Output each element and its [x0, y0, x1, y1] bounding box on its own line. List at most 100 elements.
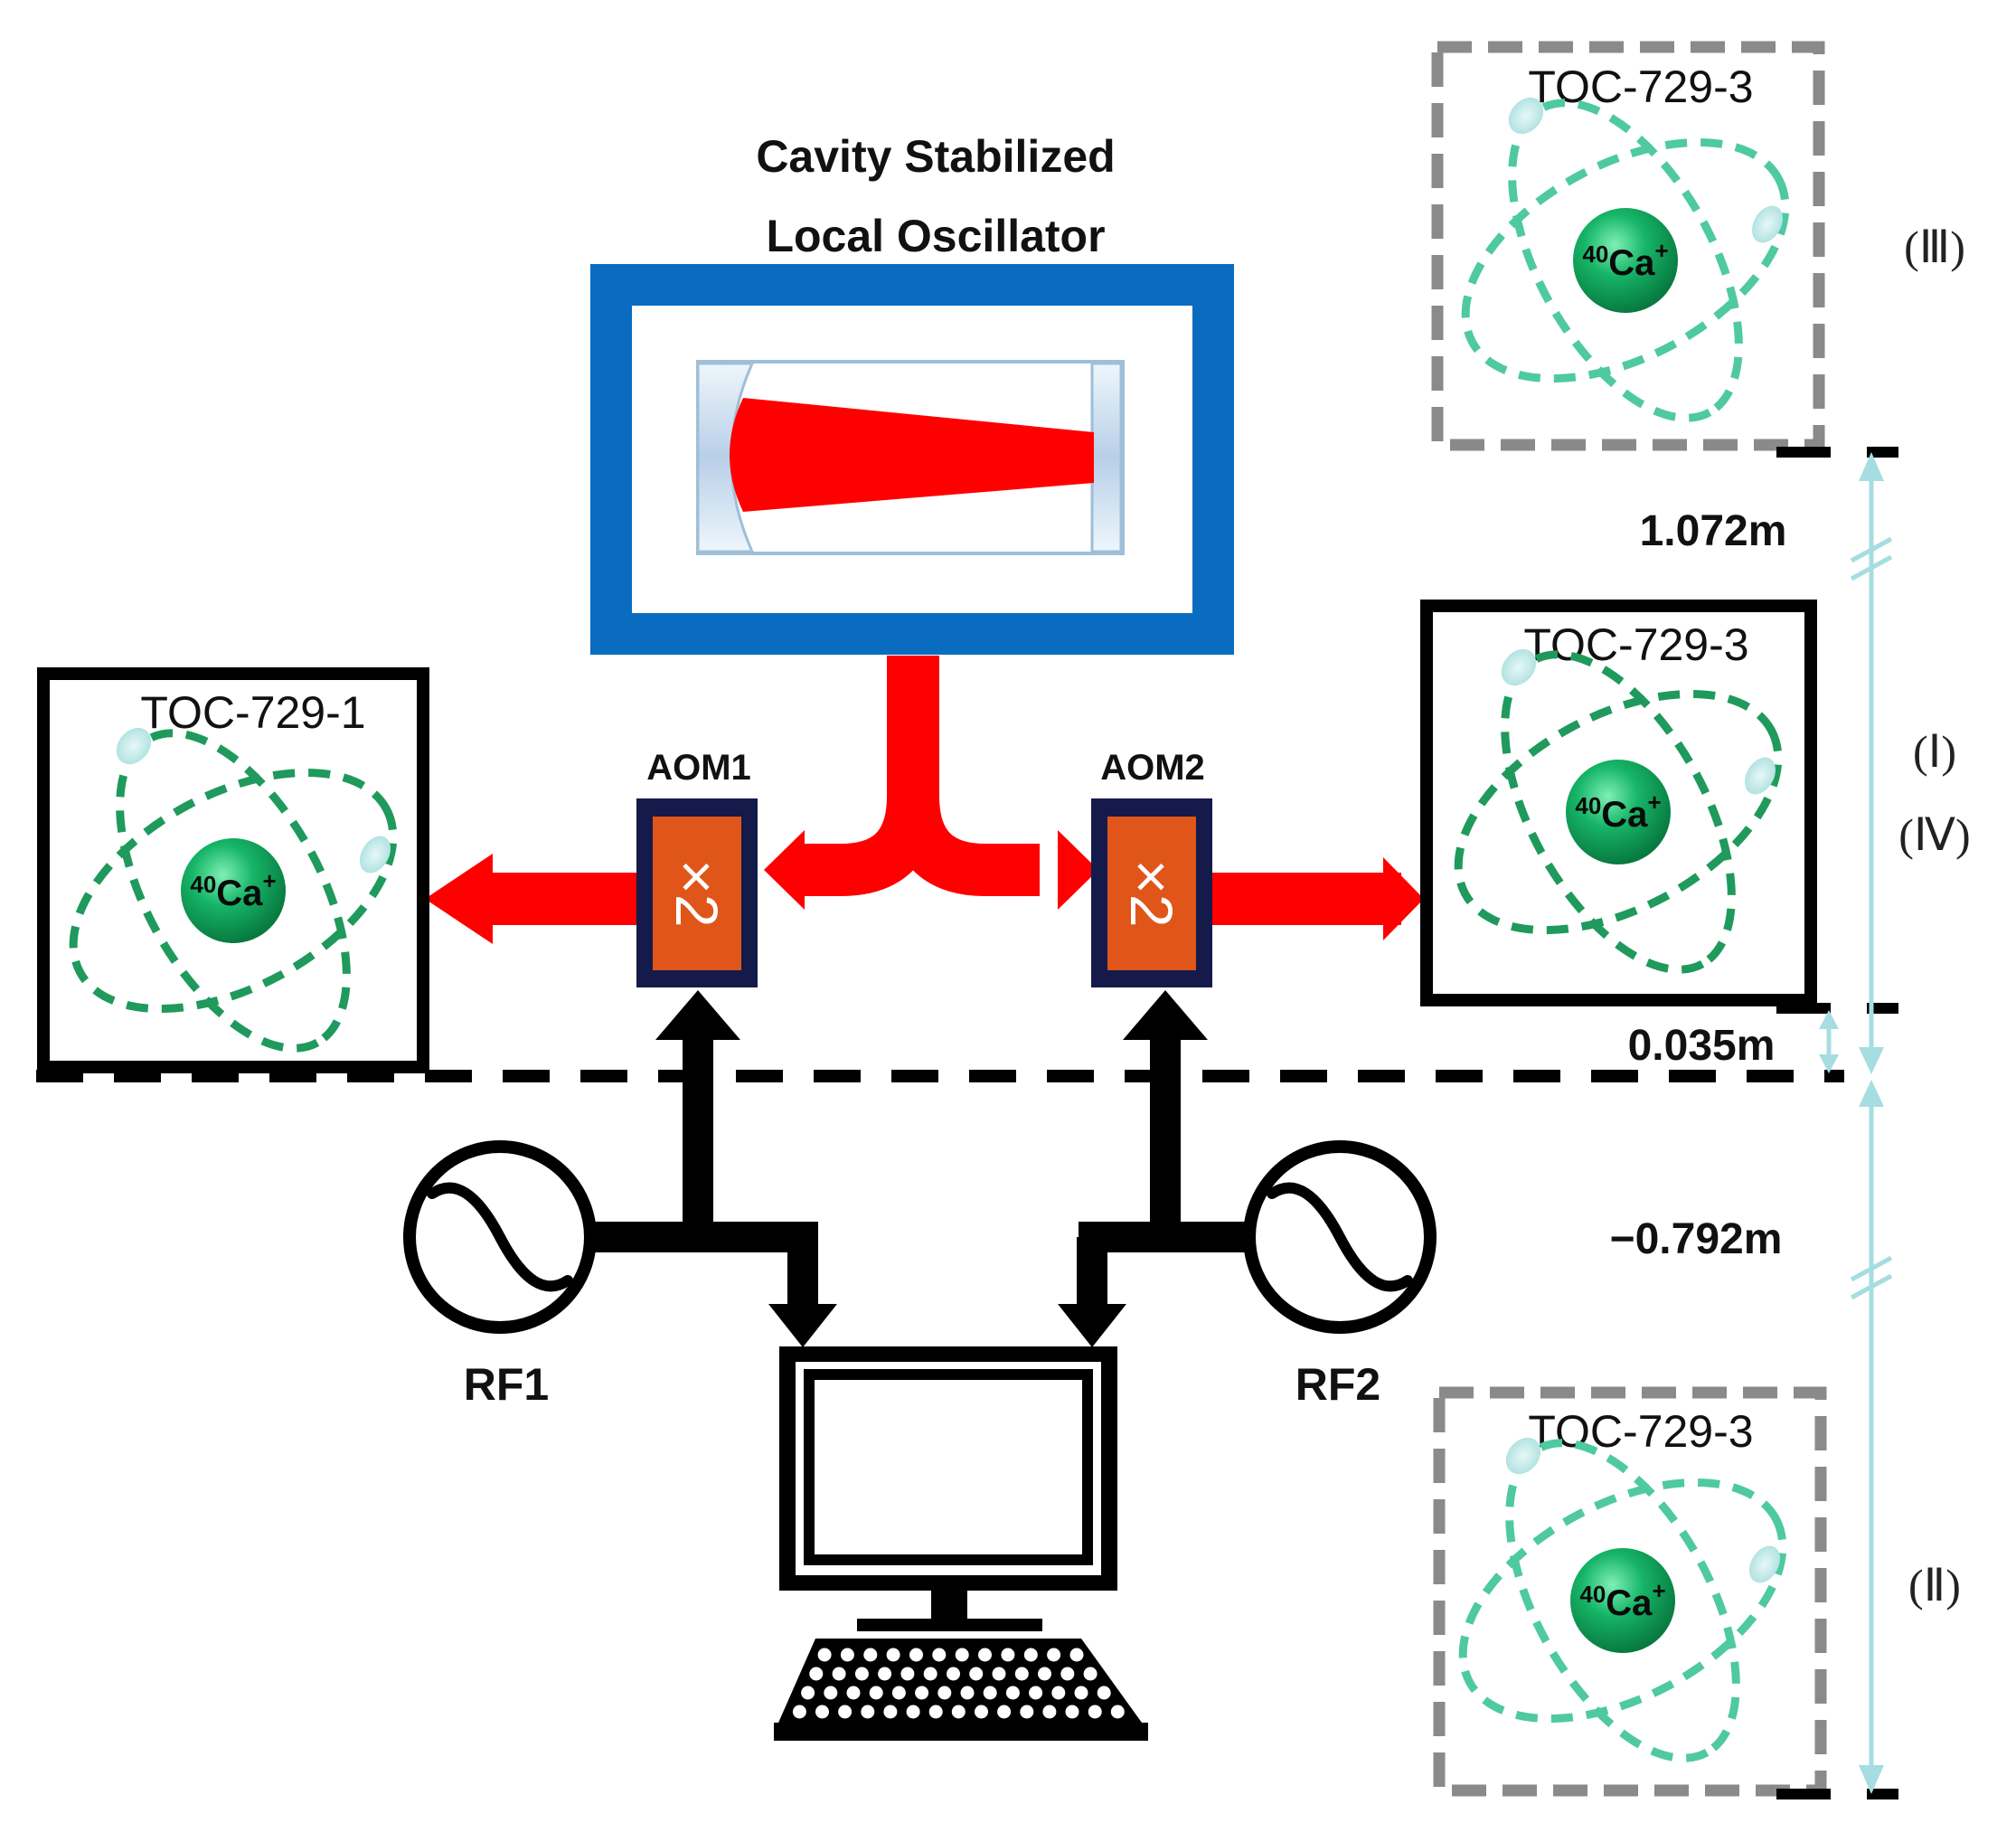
aom2: AOM2 ×2: [1091, 748, 1212, 987]
clock3-ion: [1573, 208, 1678, 313]
keyboard-key: [951, 1705, 966, 1719]
keyboard-key: [932, 1648, 947, 1662]
clock3-electron-dot-2: [1751, 205, 1784, 243]
keyboard-key: [997, 1705, 1012, 1719]
rf2-sine-icon: [1267, 1182, 1413, 1292]
distance-upper: 1.072m: [1640, 507, 1787, 555]
height-axis: [1776, 447, 1898, 1799]
keyboard-key: [1001, 1648, 1015, 1662]
axis-arrow-down-ref: [1859, 1047, 1884, 1074]
keyboard-key: [1051, 1686, 1066, 1700]
keyboard-key: [838, 1705, 853, 1719]
keyboard-key: [923, 1667, 937, 1681]
cavity-laser-beam: [730, 398, 1094, 512]
aom1-body: [653, 817, 741, 970]
aom1: AOM1 ×2: [636, 748, 758, 987]
keyboard-key: [1097, 1686, 1111, 1700]
rf1-generator: RF1: [403, 1140, 597, 1410]
arrowhead-to-computer-left: [768, 1304, 837, 1347]
keyboard-key: [1074, 1686, 1088, 1700]
arrowhead-to-clock1: [425, 854, 493, 944]
clock4-name: TOC-729-3: [1528, 1406, 1753, 1457]
clock-toc-729-3-position-i: TOC-729-3 40Ca+: [1420, 600, 1817, 1006]
clock4-ion: [1570, 1548, 1675, 1653]
keyboard-key: [817, 1648, 832, 1662]
keyboard-key: [1088, 1705, 1102, 1719]
computer-keyboard-edge: [774, 1723, 1148, 1741]
axis-arrow-down-bottom: [1859, 1765, 1884, 1794]
keyboard-key: [840, 1648, 854, 1662]
keyboard-key: [983, 1686, 997, 1700]
keyboard-key: [1060, 1667, 1075, 1681]
keyboard-key: [1083, 1667, 1097, 1681]
keyboard-key: [824, 1686, 838, 1700]
keyboard-key: [969, 1667, 984, 1681]
distance-lower: −0.792m: [1610, 1215, 1783, 1263]
aom2-body: [1107, 817, 1196, 970]
computer-base: [857, 1619, 1042, 1631]
keyboard-key: [1047, 1648, 1061, 1662]
keyboard-key: [975, 1705, 988, 1719]
keyboard-key: [947, 1667, 960, 1681]
clock1-ion: [181, 838, 286, 943]
keyboard-key: [846, 1686, 861, 1700]
clock3-name: TOC-729-3: [1528, 61, 1753, 112]
keyboard-key: [909, 1648, 923, 1662]
keyboard-key: [883, 1705, 898, 1719]
keyboard-key: [937, 1686, 952, 1700]
clock2-name: TOC-729-3: [1523, 619, 1748, 670]
position-label-iii: (Ⅲ): [1904, 222, 1965, 272]
arrowhead-to-clock2: [1383, 857, 1424, 940]
clock2-electron-dot: [1501, 648, 1537, 686]
beam-aom2-to-clock2: [1210, 873, 1401, 925]
keyboard-key: [978, 1648, 992, 1662]
keyboard-key: [869, 1686, 883, 1700]
clock4-electron-dot-2: [1748, 1545, 1781, 1583]
keyboard-key: [832, 1667, 846, 1681]
keyboard-key: [809, 1667, 824, 1681]
clock1-ion-label: 40Ca+: [190, 867, 276, 913]
keyboard-key: [928, 1705, 943, 1719]
computer-screen: [804, 1369, 1093, 1565]
keyboard-key: [955, 1648, 969, 1662]
keyboard-key: [915, 1686, 929, 1700]
clock4-ion-label: 40Ca+: [1579, 1577, 1665, 1623]
cavity-title-line1: Cavity Stabilized: [756, 131, 1115, 182]
laser-distribution: [425, 656, 1424, 944]
aom1-factor: ×2: [664, 859, 730, 927]
arrowhead-to-aom1: [764, 830, 805, 910]
keyboard-key: [1005, 1686, 1020, 1700]
keyboard-key: [854, 1667, 869, 1681]
rf1-label: RF1: [464, 1359, 549, 1410]
keyboard-key: [1014, 1667, 1029, 1681]
keyboard-key: [886, 1648, 900, 1662]
axis-arrow-up-top: [1859, 452, 1884, 481]
arrowhead-to-aom2: [1058, 830, 1098, 910]
arrowhead-to-computer-right: [1058, 1304, 1126, 1347]
keyboard-key: [792, 1705, 806, 1719]
small-arrow-down: [1819, 1054, 1839, 1073]
keyboard-key: [960, 1686, 975, 1700]
keyboard-key: [1020, 1705, 1034, 1719]
clock1-atom-icon: 40Ca+: [69, 727, 398, 1053]
clock2-ion: [1566, 760, 1671, 864]
keyboard-key: [815, 1705, 829, 1719]
clock3-ion-label: 40Ca+: [1582, 237, 1668, 283]
cavity-title-line2: Local Oscillator: [766, 211, 1105, 261]
clock4-electron-dot: [1505, 1437, 1541, 1475]
clock2-electron-dot-2: [1744, 757, 1776, 795]
cavity-outer-frame: [590, 264, 1234, 655]
clock-toc-729-3-position-ii: TOC-729-3 40Ca+: [1433, 1386, 1827, 1797]
clock1-electron-dot: [116, 727, 152, 765]
keyboard-key: [900, 1667, 915, 1681]
rf1-sine-icon: [427, 1182, 573, 1292]
clock1-name: TOC-729-1: [140, 687, 365, 738]
keyboard-key: [906, 1705, 920, 1719]
position-label-ii: (Ⅱ): [1908, 1560, 1961, 1610]
position-label-i: (Ⅰ): [1913, 726, 1956, 777]
keyboard-key: [992, 1667, 1006, 1681]
keyboard-key: [1065, 1705, 1079, 1719]
keyboard-key: [878, 1667, 892, 1681]
axis-break-lower-2: [1850, 1273, 1893, 1300]
